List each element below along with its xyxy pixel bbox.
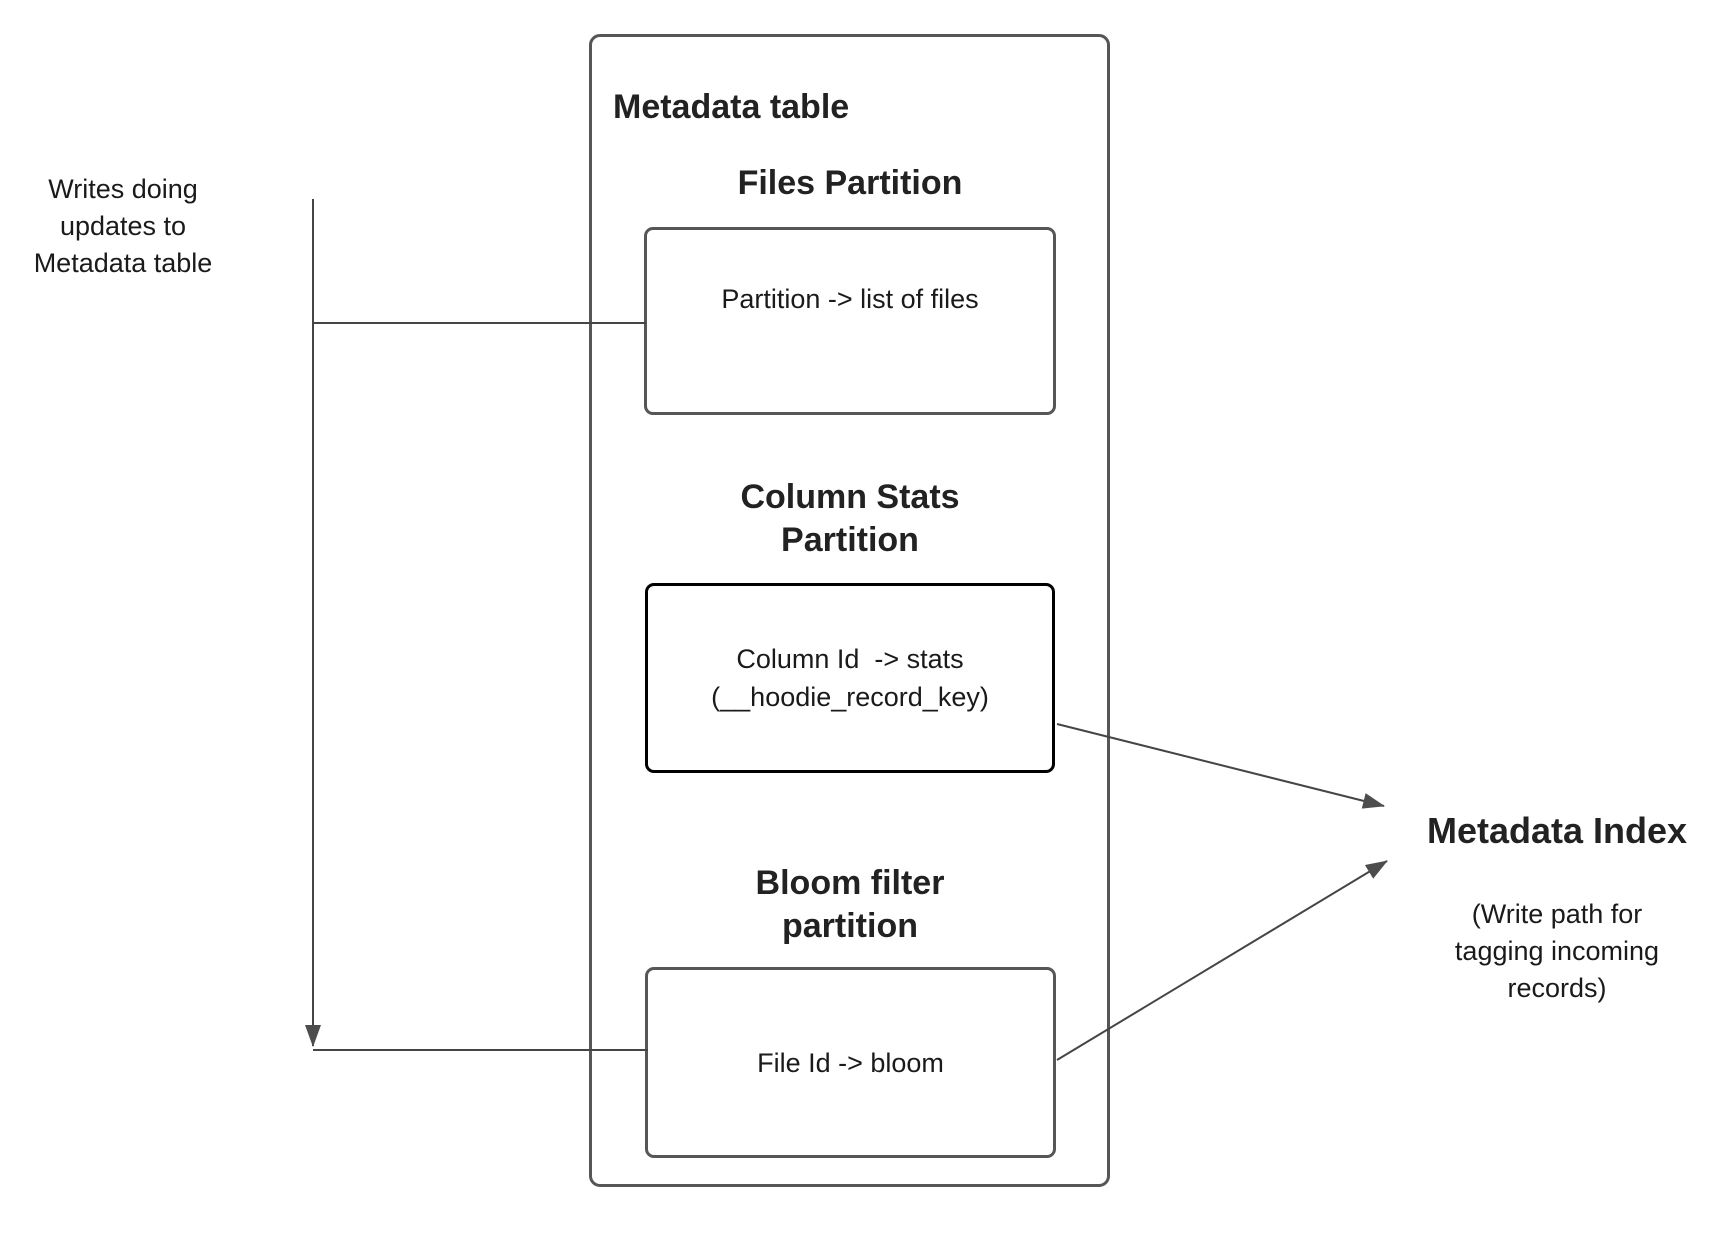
- bloom-filter-body: File Id -> bloom: [757, 1047, 944, 1078]
- column-stats-heading-line: Partition: [781, 521, 919, 559]
- files-partition-heading: Files Partition: [737, 164, 963, 202]
- writes-note: Writes doing updates to Metadata table: [10, 171, 236, 282]
- bloom-filter-heading-line: partition: [782, 907, 918, 945]
- column-stats-heading: Column Stats Partition: [644, 476, 1056, 562]
- metadata-index-note-line: records): [1507, 973, 1607, 1003]
- bloom-filter-heading-line: Bloom filter: [755, 864, 945, 902]
- files-partition-body: Partition -> list of files: [721, 284, 979, 314]
- column-stats-box: Column Id -> stats (__hoodie_record_key): [645, 583, 1055, 773]
- metadata-index-title: Metadata Index: [1426, 810, 1688, 851]
- column-stats-body-line2: (__hoodie_record_key): [711, 682, 989, 712]
- metadata-table-title: Metadata table: [613, 88, 850, 126]
- writes-note-line: Metadata table: [33, 248, 213, 278]
- bloom-filter-heading: Bloom filter partition: [644, 862, 1056, 948]
- column-stats-body-line1: Column Id -> stats: [736, 644, 964, 674]
- writes-note-line: Writes doing: [48, 174, 198, 204]
- metadata-index-note: (Write path for tagging incoming records…: [1407, 896, 1707, 1007]
- files-partition-box: Partition -> list of files: [644, 227, 1056, 415]
- metadata-index-note-line: tagging incoming: [1454, 936, 1660, 966]
- bloom-filter-box: File Id -> bloom: [645, 967, 1056, 1158]
- metadata-index-note-line: (Write path for: [1471, 899, 1643, 929]
- column-stats-heading-line: Column Stats: [740, 478, 960, 516]
- writes-note-line: updates to: [59, 211, 187, 241]
